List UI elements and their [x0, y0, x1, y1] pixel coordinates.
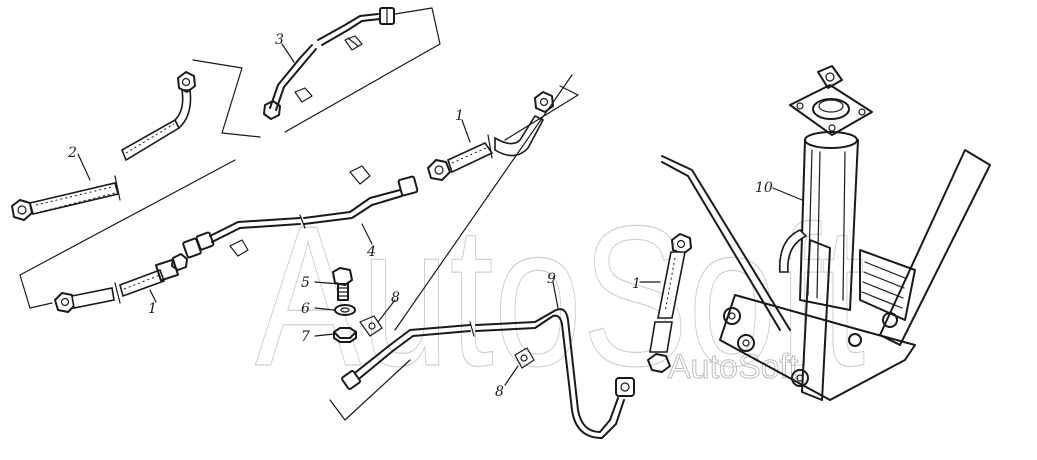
washer-6 — [334, 304, 356, 316]
hose-1-center — [427, 91, 554, 181]
callout-7: 7 — [301, 329, 310, 345]
callout-8-lower: 8 — [495, 384, 504, 400]
hose-2-nut-top — [177, 71, 196, 93]
tube-3 — [263, 7, 395, 120]
callout-9: 9 — [547, 271, 556, 287]
callout-8-upper: 8 — [391, 290, 400, 306]
callout-2: 2 — [67, 145, 77, 161]
tube-4 — [182, 165, 419, 259]
callout-1-right: 1 — [632, 276, 641, 292]
callout-1-center: 1 — [455, 108, 464, 124]
hose-1-right — [647, 233, 692, 373]
hose-2 — [11, 71, 196, 221]
clip-8-lower — [514, 347, 535, 369]
callout-1-left: 1 — [148, 301, 157, 317]
callout-4: 4 — [366, 244, 376, 260]
hydraulic-cylinder-10 — [661, 65, 991, 401]
nut-7 — [333, 327, 357, 343]
callout-10: 10 — [755, 180, 773, 196]
callout-3: 3 — [275, 32, 284, 48]
clip-8-upper — [359, 315, 383, 337]
hose-2-nut-left — [11, 199, 33, 221]
watermark-small: AutoSoft — [668, 348, 799, 386]
callout-6: 6 — [301, 301, 310, 317]
callout-5: 5 — [301, 275, 310, 291]
hose-1-left — [54, 253, 188, 313]
tube-9 — [341, 308, 635, 439]
